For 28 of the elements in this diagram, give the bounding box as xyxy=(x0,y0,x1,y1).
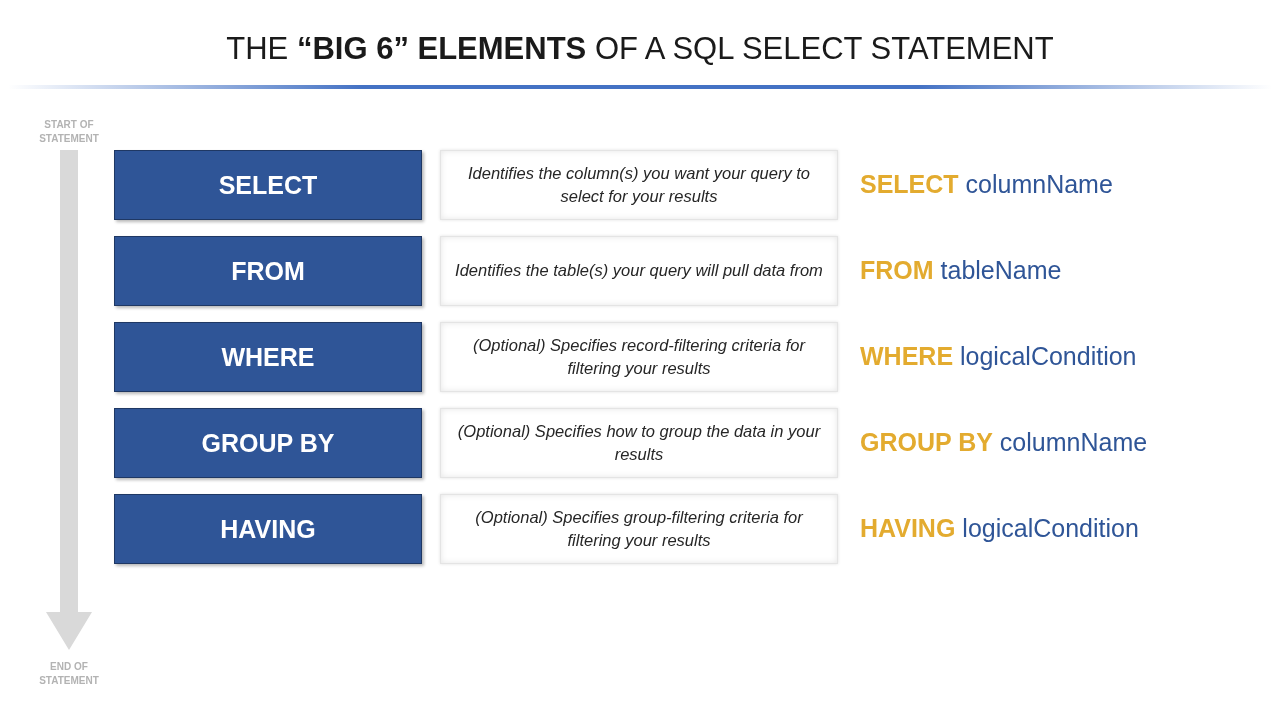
description-text: Identifies the table(s) your query will pull data from xyxy=(455,260,823,282)
description-box xyxy=(440,494,838,564)
end-label: END OF STATEMENT xyxy=(38,660,100,687)
description-box xyxy=(440,236,838,306)
description-box xyxy=(440,322,838,392)
clause-keyword: HAVING xyxy=(220,514,316,544)
clause-box xyxy=(114,236,422,306)
description-text: Identifies the column(s) you want your query to select for your results xyxy=(466,162,812,207)
syntax-example: WHERE logicalCondition xyxy=(860,341,1137,371)
clause-box xyxy=(114,322,422,392)
syntax-example: HAVING logicalCondition xyxy=(860,513,1139,543)
syntax-example: SELECT columnName xyxy=(860,169,1113,199)
start-label: START OF STATEMENT xyxy=(38,118,100,145)
description-text: (Optional) Specifies record-filtering criteria for filtering your results xyxy=(472,334,807,379)
title: THE “BIG 6” ELEMENTS OF A SQL SELECT STATEMENT xyxy=(226,30,1054,68)
clause-box xyxy=(114,408,422,478)
description-box xyxy=(440,150,838,220)
clause-keyword: SELECT xyxy=(218,170,318,200)
description-text: (Optional) Specifies how to group the data in your results xyxy=(456,420,822,465)
clause-keyword: WHERE xyxy=(221,342,315,372)
syntax-example: FROM tableName xyxy=(860,255,1062,285)
clause-keyword: FROM xyxy=(231,256,305,286)
syntax-example: GROUP BY columnName xyxy=(860,427,1148,457)
clause-box xyxy=(114,150,422,220)
description-box xyxy=(440,408,838,478)
clause-keyword: GROUP BY xyxy=(201,428,335,458)
description-text: (Optional) Specifies group-filtering criteria for filtering your results xyxy=(474,506,805,551)
clause-box xyxy=(114,494,422,564)
